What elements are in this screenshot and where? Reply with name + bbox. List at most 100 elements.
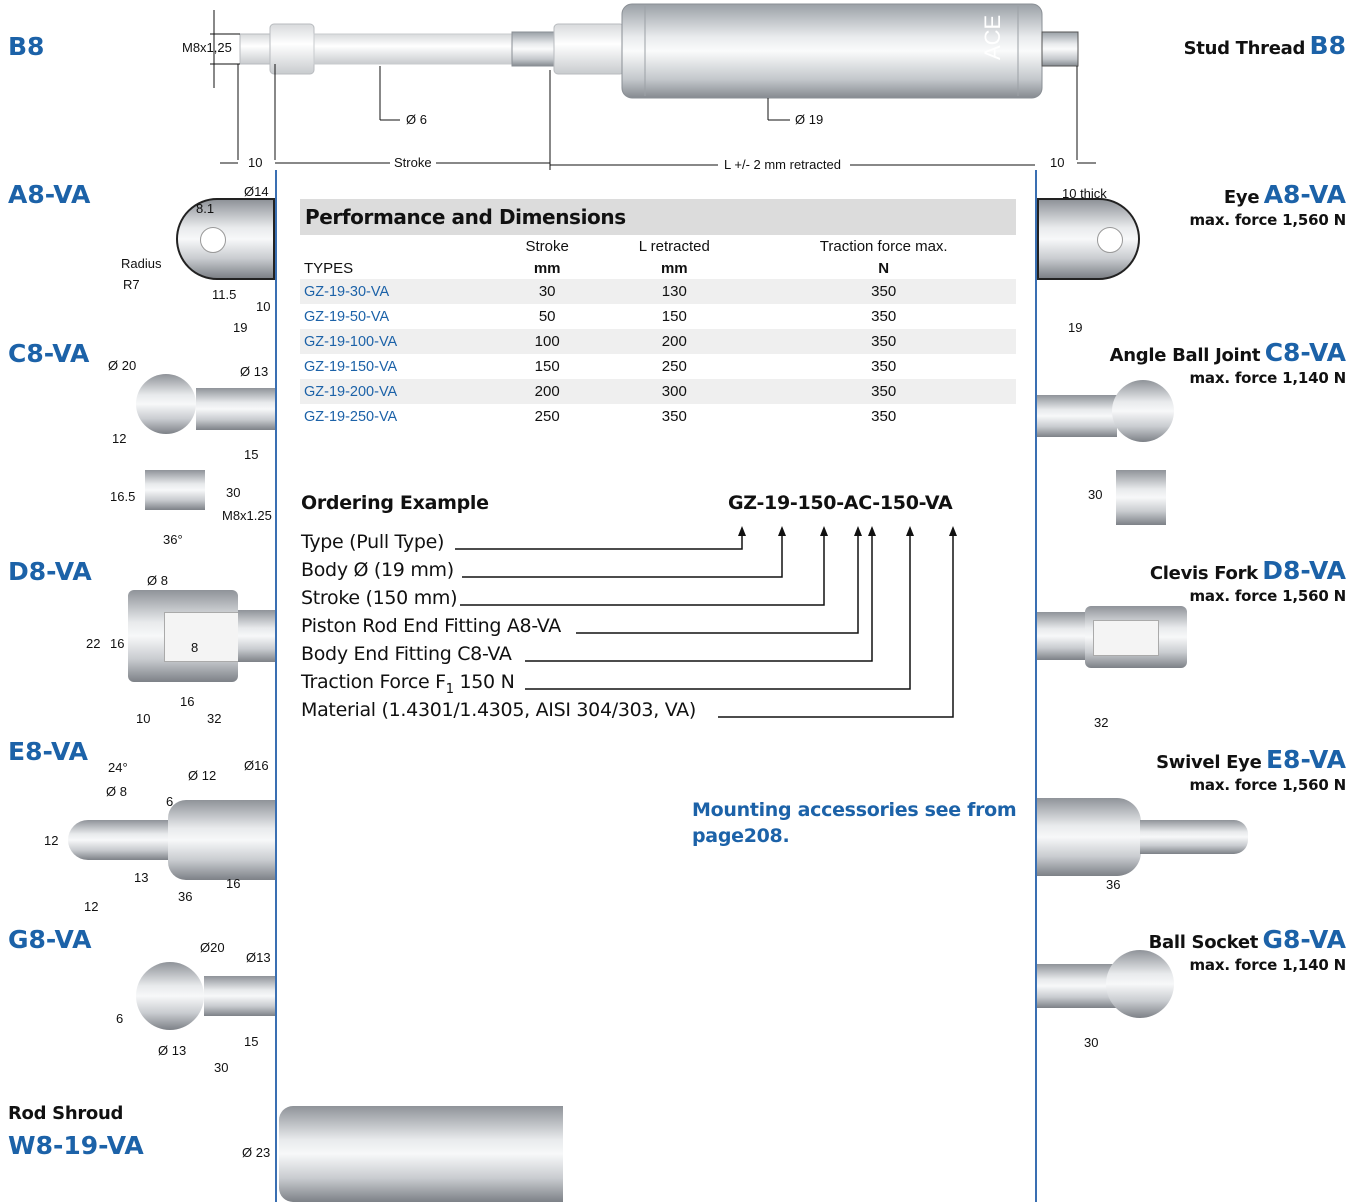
dim-label: Ø 13: [158, 1043, 187, 1058]
dim-label: 16: [180, 694, 195, 709]
label-name: Angle Ball Joint: [1109, 345, 1261, 366]
dim-label: 32: [207, 711, 222, 726]
dim-label: Ø14: [244, 184, 269, 199]
performance-title: Performance and Dimensions: [300, 199, 1016, 235]
label-force: max. force 1,140 N: [1189, 369, 1347, 387]
thread-dim: M8x1,25: [182, 40, 232, 55]
dim-label: 10: [136, 711, 151, 726]
dim-label: Ø 12: [188, 768, 217, 783]
code-e8: E8-VA: [8, 737, 89, 766]
a8-eye-drawing: [176, 198, 275, 280]
a8-eye-right-drawing: [1037, 198, 1140, 280]
c8-ball-drawing: [136, 374, 196, 434]
dim-label: 6: [166, 794, 174, 809]
stroke-cell: 150: [534, 358, 560, 375]
stroke-cell: 100: [497, 329, 598, 354]
lret-cell: 250: [661, 358, 687, 375]
label-code: G8-VA: [1262, 925, 1346, 954]
table-row: GZ-19-200-VA 200 300 350: [300, 379, 1016, 404]
dim-label: 10: [256, 299, 271, 314]
e8-body-drawing: [168, 800, 275, 880]
right-label-g8: Ball Socket G8-VA max. force 1,140 N: [1149, 925, 1347, 974]
dim-label: 12: [44, 833, 59, 848]
right-label-c8: Angle Ball Joint C8-VA max. force 1,140 …: [1109, 338, 1347, 387]
table-row: GZ-19-250-VA 250 350 350: [300, 404, 1016, 429]
mounting-note-line2: page208.: [692, 825, 790, 847]
table-row: GZ-19-100-VA 100 200 350: [300, 329, 1016, 354]
label-code: D8-VA: [1262, 556, 1346, 585]
d8-shank-drawing: [238, 610, 275, 662]
dim-label: 30: [1088, 487, 1103, 502]
dim-label: 36: [178, 889, 193, 904]
dim-label: Radius: [121, 256, 162, 271]
g8-shank-drawing: [204, 976, 275, 1016]
lret-cell: 150: [661, 308, 687, 325]
w8-shroud-drawing: [279, 1106, 563, 1202]
right-10-dim: 10: [1050, 155, 1065, 170]
stroke-cell: 30: [497, 279, 598, 304]
left-10-dim: 10: [248, 155, 263, 170]
dim-label: 8.1: [196, 201, 215, 216]
force-cell: 350: [871, 308, 897, 325]
label-code: B8: [1309, 31, 1346, 60]
ordering-title: Ordering Example: [301, 492, 489, 514]
dim-label: 36: [1106, 877, 1121, 892]
traction-prefix: Traction Force F: [301, 671, 446, 693]
type-cell: GZ-19-200-VA: [300, 379, 498, 404]
dim-label: 32: [1094, 715, 1109, 730]
code-g8: G8-VA: [8, 925, 92, 954]
label-code: A8-VA: [1263, 180, 1346, 209]
left-divider: [275, 170, 277, 1202]
code-b8: B8: [8, 32, 45, 61]
dim-label: R7: [123, 277, 140, 292]
c8-stud-drawing: [145, 470, 205, 510]
dim-label: Ø13: [246, 950, 271, 965]
lret-cell: 300: [597, 379, 752, 404]
dim-label: 30: [1084, 1035, 1099, 1050]
c8-stud-right-drawing: [1116, 470, 1166, 525]
type-cell: GZ-19-100-VA: [300, 329, 498, 354]
d8-clevis-right-drawing: [1085, 606, 1187, 668]
label-name: Clevis Fork: [1149, 563, 1258, 584]
dim-label: 16.5: [110, 489, 136, 504]
dim-label: 10 thick: [1062, 186, 1107, 201]
ordering-leader-lines: [455, 526, 957, 718]
ordering-line-traction: Traction Force F1 150 N: [301, 671, 515, 697]
lret-cell: 200: [597, 329, 752, 354]
dim-label: Ø 8: [147, 573, 168, 588]
dim-label: 8: [191, 640, 199, 655]
label-name: Swivel Eye: [1156, 752, 1262, 773]
traction-suffix: 150 N: [453, 671, 515, 693]
stroke-dim: Stroke: [394, 155, 432, 170]
ace-logo: ACE: [980, 15, 1005, 60]
dim-label: Ø 8: [106, 784, 127, 799]
table-row: GZ-19-150-VA 150 250 350: [300, 354, 1016, 379]
dim-label: 13: [134, 870, 149, 885]
label-force: max. force 1,140 N: [1189, 956, 1347, 974]
d8-shank-right-drawing: [1037, 612, 1087, 660]
dim-label: 16: [226, 876, 241, 891]
ordering-line-body-end: Body End Fitting C8-VA: [301, 643, 512, 665]
c8-ball-right-drawing: [1112, 380, 1174, 442]
dim-label: 16: [110, 636, 125, 651]
dim-label: Ø16: [244, 758, 269, 773]
code-w8: W8-19-VA: [8, 1131, 144, 1160]
col-force-header: Traction force max.: [819, 237, 948, 255]
label-name: Stud Thread: [1183, 38, 1306, 59]
force-cell: 350: [751, 379, 1016, 404]
dim-label: Ø20: [200, 940, 225, 955]
l-retracted-dim: L +/- 2 mm retracted: [724, 157, 841, 172]
dim-label: 6: [116, 1011, 124, 1026]
type-cell: GZ-19-30-VA: [300, 279, 498, 304]
ordering-line-stroke: Stroke (150 mm): [301, 587, 458, 609]
gas-spring-drawing: ACE: [210, 3, 1096, 170]
dim-label: 19: [1068, 320, 1083, 335]
dim-label: 19: [233, 320, 248, 335]
c8-shank-right-drawing: [1037, 395, 1117, 437]
dim-label: Ø 23: [242, 1145, 271, 1160]
force-cell: 350: [871, 408, 897, 425]
dim-label: 22: [86, 636, 101, 651]
rod-shroud-label: Rod Shroud: [8, 1103, 124, 1124]
dim-label: Ø 13: [240, 364, 269, 379]
dim-label: 30: [214, 1060, 229, 1075]
